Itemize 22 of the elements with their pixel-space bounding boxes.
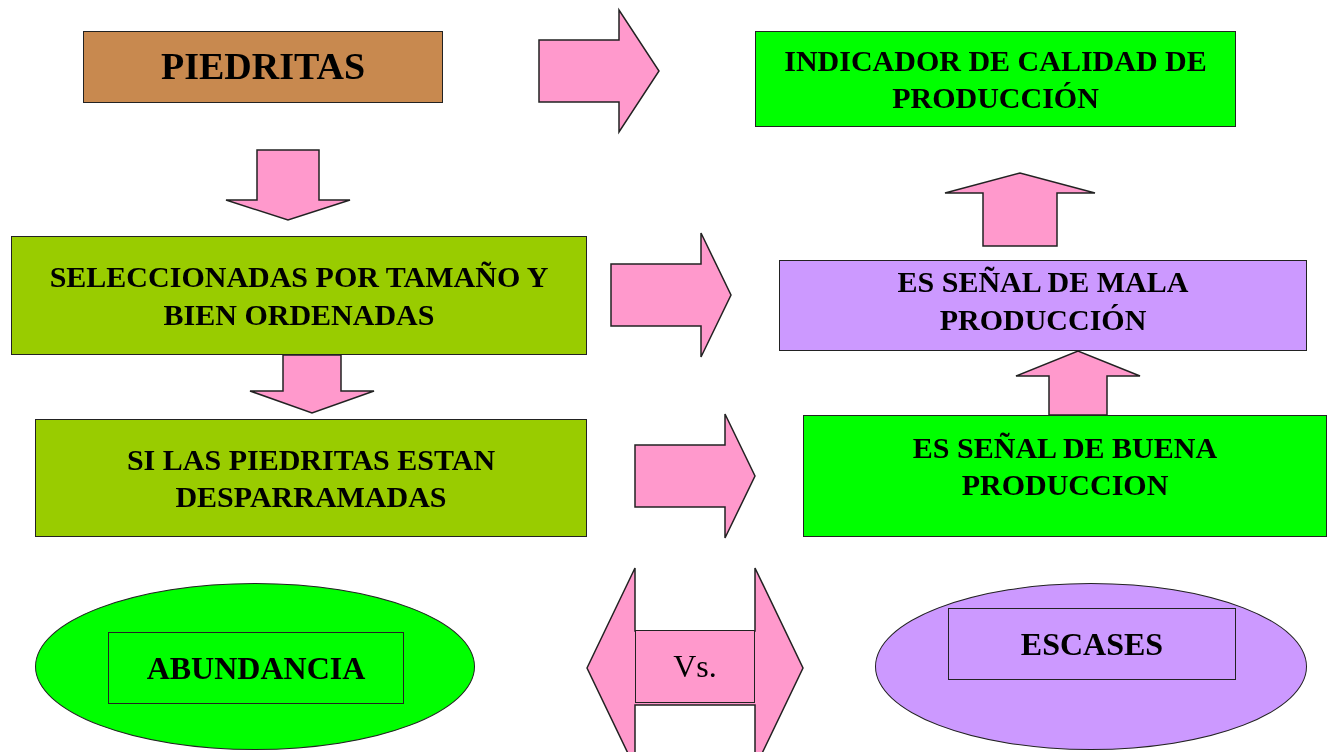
box-label: ES SEÑAL DE BUENA PRODUCCION	[911, 429, 1219, 503]
process-box	[35, 419, 587, 537]
block-arrow	[225, 149, 351, 221]
block-arrow	[1015, 350, 1141, 416]
box-label: INDICADOR DE CALIDAD DE PRODUCCIÓN	[783, 42, 1208, 116]
block-arrow	[610, 232, 732, 358]
box-label: SELECCIONADAS POR TAMAÑO Y BIEN ORDENADAS	[48, 259, 550, 333]
process-box	[803, 415, 1327, 537]
framed-label: ESCASES	[948, 608, 1236, 680]
process-box	[83, 31, 443, 103]
block-arrow	[944, 172, 1096, 247]
box-label: PIEDRITAS	[160, 44, 366, 90]
process-box	[779, 260, 1307, 351]
block-arrow	[249, 354, 375, 414]
box-label: SI LAS PIEDRITAS ESTAN DESPARRAMADAS	[125, 441, 497, 515]
process-box	[755, 31, 1236, 127]
block-arrow	[538, 7, 660, 135]
box-label: ES SEÑAL DE MALA PRODUCCIÓN	[896, 264, 1190, 338]
process-box	[11, 236, 587, 355]
block-arrow	[634, 413, 756, 539]
framed-label: ABUNDANCIA	[108, 632, 404, 704]
edge-label: Vs.	[635, 630, 755, 703]
